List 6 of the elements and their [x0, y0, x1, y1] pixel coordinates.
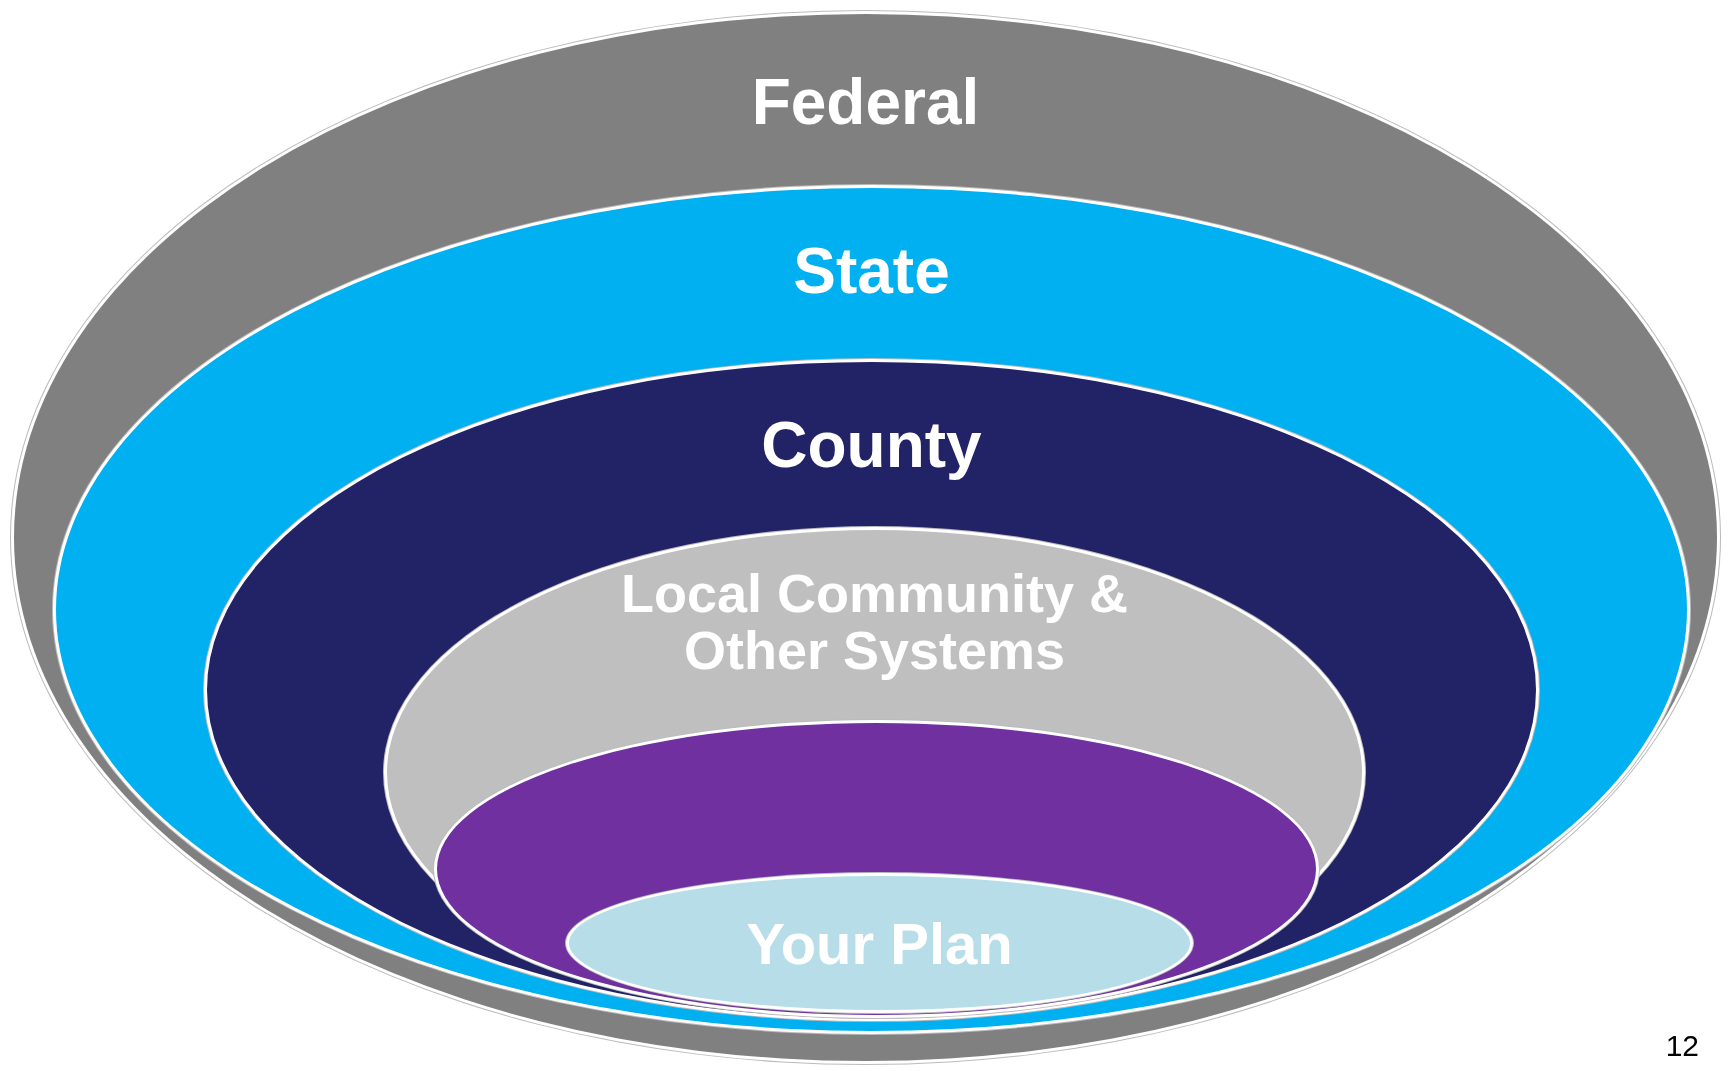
- level-label: Federal: [750, 69, 981, 137]
- level-label: Local Community & Other Systems: [619, 565, 1129, 679]
- level-label: State: [792, 238, 951, 306]
- level-label: Your Plan: [745, 914, 1014, 975]
- page-number: 12: [1665, 1029, 1699, 1063]
- level-label: County: [760, 412, 983, 480]
